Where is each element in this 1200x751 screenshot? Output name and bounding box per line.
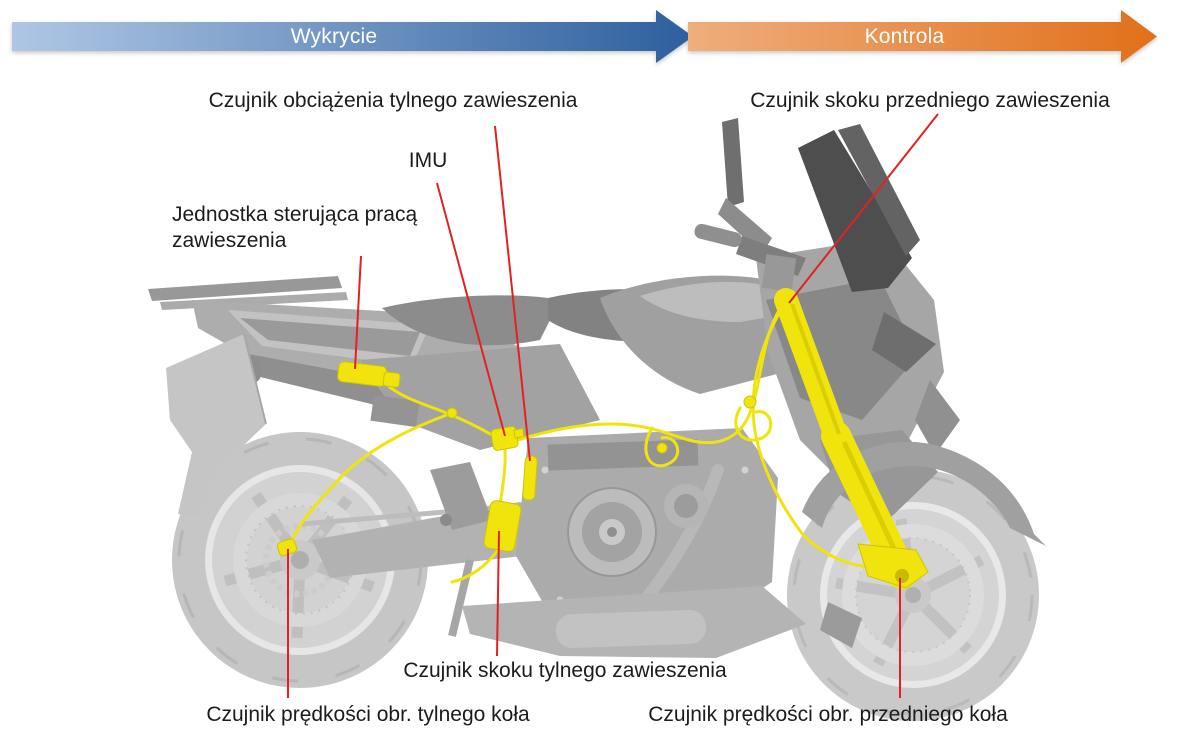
rear-load-sensor-highlight	[522, 455, 538, 501]
imu-highlight	[490, 426, 525, 451]
detection-banner-label: Wykrycie	[290, 25, 378, 48]
front-fairing	[756, 238, 960, 524]
leader-control-unit	[354, 255, 362, 370]
harness-connector	[446, 407, 458, 419]
label-control-unit-line2: zawieszenia	[172, 229, 287, 252]
front-wheel-speed-sensor-highlight	[857, 543, 929, 589]
label-rear-stroke-sensor: Czujnik skoku tylnego zawieszenia	[403, 659, 727, 682]
leader-front-stroke-sensor	[788, 113, 939, 304]
harness-connector	[656, 442, 668, 454]
label-control-unit: Jednostka sterująca pracą zawieszenia	[172, 202, 472, 254]
leader-rear-stroke-sensor	[496, 530, 500, 657]
front-brake-disc	[842, 524, 984, 666]
rear-wheel-speed-sensor-highlight	[276, 538, 298, 557]
ecu-highlight	[337, 361, 401, 388]
harness-connector	[743, 395, 757, 409]
label-control-unit-line1: Jednostka sterująca pracą	[172, 203, 418, 226]
detection-arrow	[12, 10, 693, 63]
leader-rear-load-sensor	[494, 125, 531, 462]
label-front-stroke-sensor: Czujnik skoku przedniego zawieszenia	[750, 89, 1110, 112]
mirror	[718, 118, 772, 254]
front-axle-highlight	[895, 569, 909, 583]
label-rear-wheel-speed-sensor: Czujnik prędkości obr. tylnego koła	[206, 703, 530, 726]
exhaust	[462, 586, 806, 658]
leader-imu	[436, 182, 506, 437]
leader-lines	[287, 113, 939, 698]
label-front-wheel-speed-sensor: Czujnik prędkości obr. przedniego koła	[648, 703, 1008, 726]
wiring-harness	[287, 302, 878, 584]
control-arrow	[688, 10, 1157, 63]
engine	[516, 428, 778, 632]
label-rear-load-sensor: Czujnik obciążenia tylnego zawieszenia	[208, 89, 578, 112]
front-brake-caliper	[820, 602, 862, 648]
front-fork-shading	[790, 303, 906, 570]
highlighted-suspension-system	[276, 288, 929, 589]
frame-section	[360, 344, 600, 637]
label-imu: IMU	[408, 149, 448, 172]
process-arrows	[12, 10, 1157, 63]
handlebar	[694, 223, 806, 292]
control-banner-label: Kontrola	[864, 25, 945, 48]
rear-fender	[166, 333, 267, 518]
suspension-components	[276, 361, 929, 589]
